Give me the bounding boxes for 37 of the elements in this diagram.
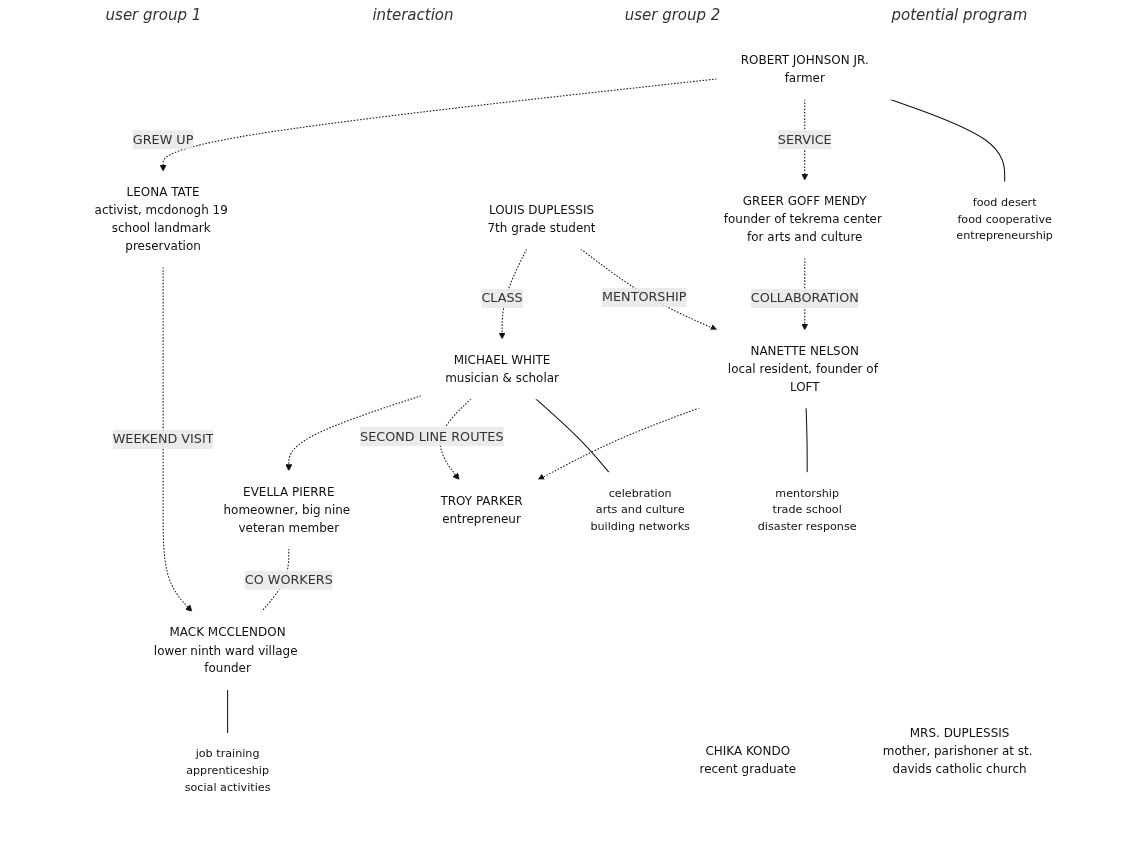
node-text: mentorship trade school disaster response xyxy=(758,486,857,533)
column-heading: user group 2 xyxy=(624,6,721,24)
node-text: LOUIS DUPLESSIS 7th grade student xyxy=(487,202,596,236)
edge-label: COLLABORATION xyxy=(751,290,860,306)
arrow xyxy=(162,266,193,613)
connector xyxy=(227,689,229,734)
node-text: MICHAEL WHITE musician & scholar xyxy=(445,352,560,385)
node-text: MRS. DUPLESSIS mother, parishoner at st. davids catholic church xyxy=(883,725,1033,777)
node-text: GREER GOFF MENDY founder of tekrema center for arts and culture xyxy=(724,193,883,245)
edge-label: WEEKEND VISIT xyxy=(113,431,214,447)
edge-label: GREW UP xyxy=(133,131,194,147)
connector xyxy=(805,407,809,474)
connector xyxy=(261,548,290,613)
node-text: EVELLA PIERRE homeowner, big nine veteran member xyxy=(223,484,351,535)
arrow xyxy=(440,398,472,481)
node-text: job training apprenticeship social activities xyxy=(185,746,271,794)
edge-label: CLASS xyxy=(481,290,524,306)
connector xyxy=(535,398,611,474)
node-text: LEONA TATE activist, mcdonogh 19 school landmark preservation xyxy=(94,184,229,254)
node-text: TROY PARKER entrepreneur xyxy=(440,493,523,526)
node-text: MACK MCCLENDON lower ninth ward village founder xyxy=(154,625,298,676)
column-heading: interaction xyxy=(372,6,454,24)
arrow xyxy=(580,248,718,331)
node-text: NANETTE NELSON local resident, founder of LOFT xyxy=(728,343,879,394)
column-heading: potential program xyxy=(891,6,1028,24)
node-text: celebration arts and culture building networks xyxy=(590,486,691,533)
edge-label: SERVICE xyxy=(778,131,833,147)
node-text: ROBERT JOHNSON JR. farmer xyxy=(741,52,870,86)
column-heading: user group 1 xyxy=(105,6,202,24)
node-text: CHIKA KONDO recent graduate xyxy=(699,743,797,777)
edge-label: CO WORKERS xyxy=(245,572,334,588)
edge-label: MENTORSHIP xyxy=(602,289,687,305)
node-text: food desert food cooperative entrepreneurship xyxy=(956,195,1054,242)
edge-label: SECOND LINE ROUTES xyxy=(360,428,504,444)
arrow xyxy=(159,78,718,172)
connector xyxy=(889,98,1006,183)
arrow xyxy=(285,395,423,472)
